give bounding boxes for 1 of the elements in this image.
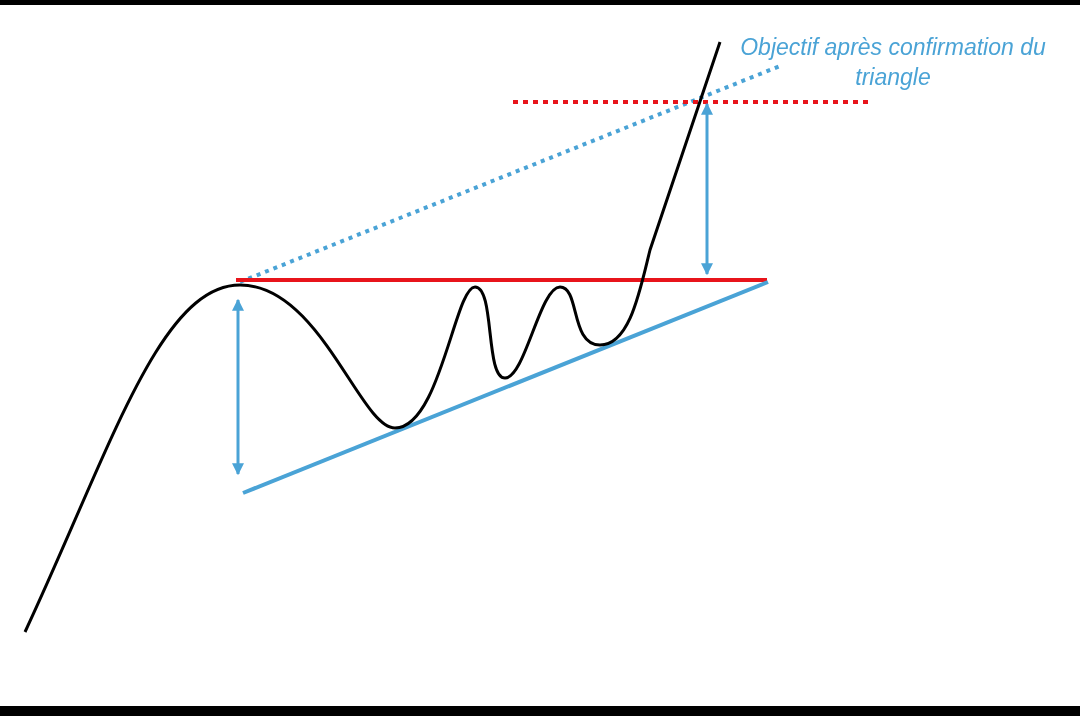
- target-note: Objectif après confirmation du triangle: [739, 33, 1047, 92]
